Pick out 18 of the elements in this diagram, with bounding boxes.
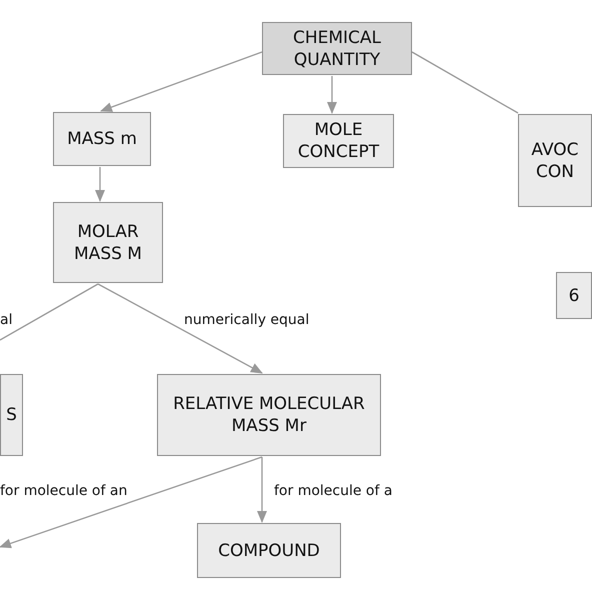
concept-box: AVOC CON [518,114,592,207]
concept-box: CHEMICAL QUANTITY [262,22,412,75]
arrow [100,51,262,112]
arrow [95,167,105,202]
concept-box: MOLE CONCEPT [283,114,394,168]
connector-line [412,51,518,114]
arrow [257,457,267,523]
arrow [0,456,262,548]
concept-box: RELATIVE MOLECULAR MASS Mr [157,374,381,456]
connector-line [0,283,98,341]
arrow [327,76,337,114]
concept-box: MOLAR MASS M [53,202,163,283]
concept-box: S [0,374,23,456]
concept-box: COMPOUND [197,523,341,578]
edge-label: numerically equal [184,311,310,329]
concept-box: MASS m [53,112,151,166]
arrow [98,283,263,374]
concept-box: 6 [556,272,592,319]
